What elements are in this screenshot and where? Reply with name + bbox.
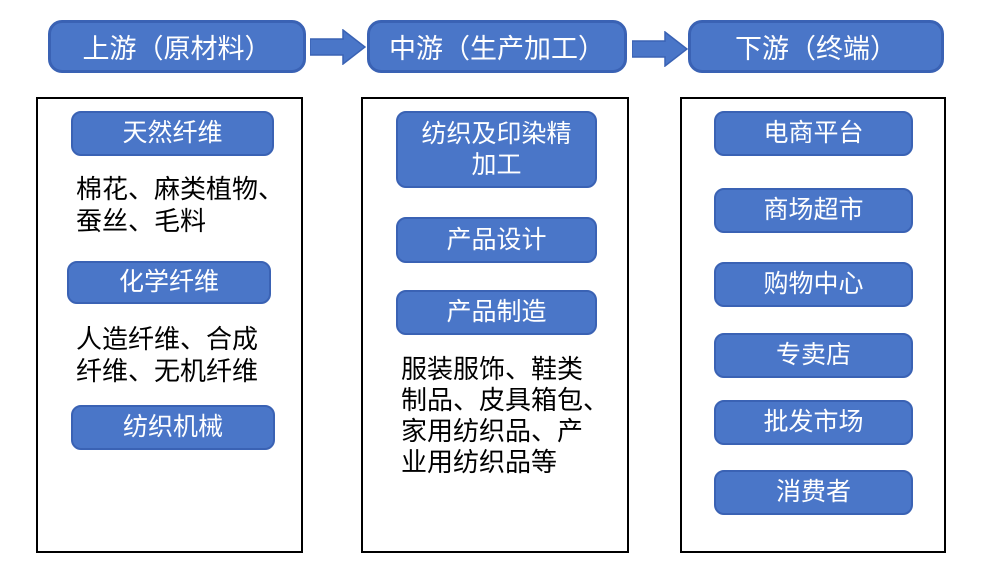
node-textile-printing-dyeing: 纺织及印染精 加工 [396, 111, 597, 188]
node-ecommerce-platform: 电商平台 [714, 111, 913, 156]
text-chemical-fiber-examples: 人造纤维、合成 纤维、无机纤维 [76, 324, 259, 386]
node-shopping-center: 购物中心 [714, 262, 913, 307]
node-textile-machinery: 纺织机械 [71, 405, 275, 450]
flow-arrow-right-icon [310, 29, 366, 65]
node-chemical-fibers: 化学纤维 [67, 261, 271, 304]
node-product-manufacturing: 产品制造 [396, 290, 597, 335]
node-product-design: 产品设计 [396, 217, 597, 263]
header-downstream: 下游（终端） [688, 20, 944, 73]
node-consumer: 消费者 [714, 470, 913, 515]
downstream-box: 电商平台 商场超市 购物中心 专卖店 批发市场 消费者 [680, 97, 946, 553]
text-natural-fiber-examples: 棉花、麻类植物、 蚕丝、毛料 [76, 174, 285, 236]
text-manufactured-products: 服装服饰、鞋类 制品、皮具箱包、 家用纺织品、产 业用纺织品等 [401, 354, 610, 477]
midstream-box: 纺织及印染精 加工 产品设计 产品制造 服装服饰、鞋类 制品、皮具箱包、 家用纺… [361, 97, 629, 553]
node-specialty-store: 专卖店 [714, 333, 913, 378]
node-mall-supermarket: 商场超市 [714, 188, 913, 233]
node-natural-fibers: 天然纤维 [71, 111, 274, 156]
header-midstream: 中游（生产加工） [367, 20, 627, 73]
flow-arrow-right-icon [632, 31, 688, 67]
node-wholesale-market: 批发市场 [714, 400, 913, 445]
upstream-box: 天然纤维 棉花、麻类植物、 蚕丝、毛料 化学纤维 人造纤维、合成 纤维、无机纤维… [36, 97, 303, 553]
header-upstream: 上游（原材料） [48, 20, 306, 73]
